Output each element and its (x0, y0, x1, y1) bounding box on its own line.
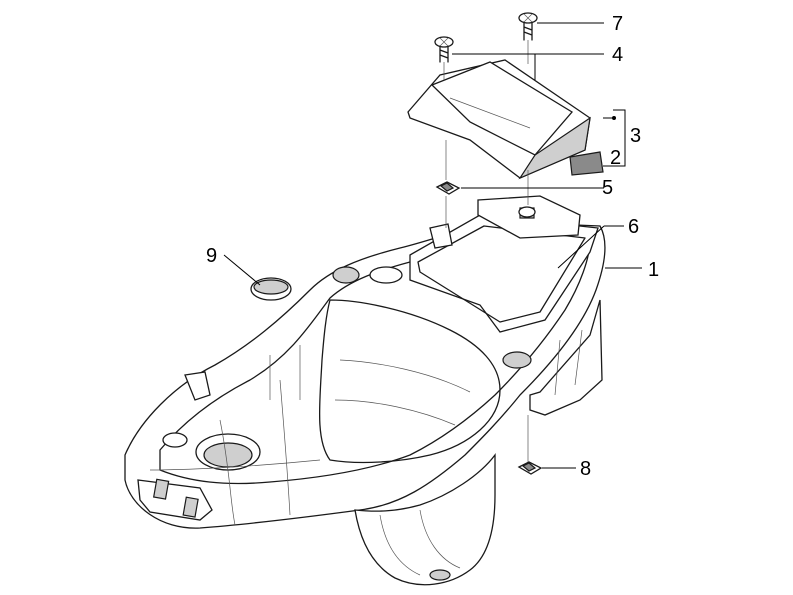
leader-lines (223, 22, 642, 469)
clip-nut-part-8 (517, 461, 543, 475)
clip-nut-part-5 (435, 181, 461, 195)
callout-6: 6 (628, 216, 639, 238)
callout-9: 9 (206, 245, 217, 267)
screw-part-7 (518, 12, 538, 41)
callout-3: 3 (630, 125, 641, 147)
callout-1: 1 (648, 259, 659, 281)
callout-labels: 7 4 3 2 5 6 1 9 8 (206, 13, 659, 480)
screw-part-4 (434, 36, 454, 63)
callout-4: 4 (612, 44, 623, 66)
rubber-plug (250, 277, 292, 301)
callout-8: 8 (580, 458, 591, 480)
callout-2: 2 (610, 147, 621, 169)
callout-5: 5 (602, 177, 613, 199)
callout-7: 7 (612, 13, 623, 35)
helmet-compartment-body (124, 195, 606, 586)
battery-cover (407, 59, 604, 180)
